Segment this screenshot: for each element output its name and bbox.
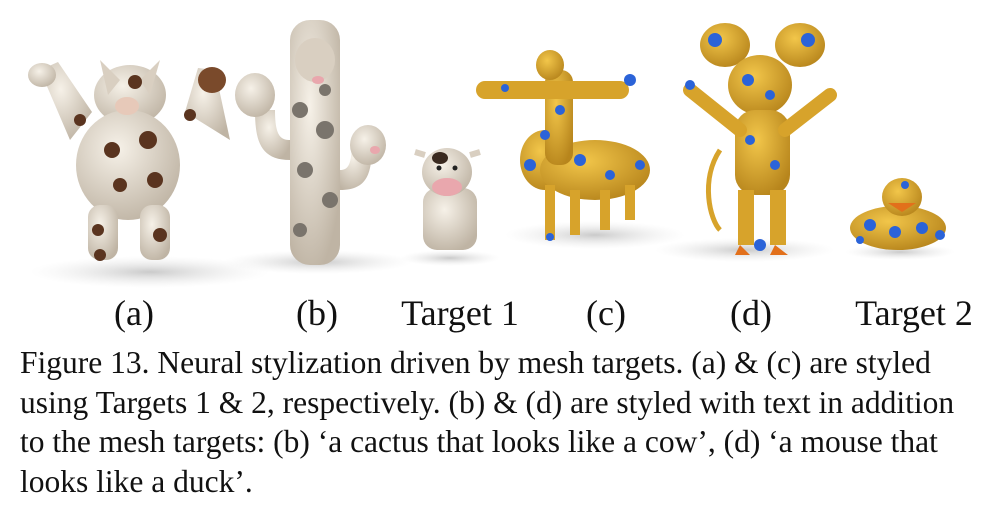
figure-image [28,20,955,288]
panel-label-target-2: Target 2 [855,293,973,333]
mesh-d-duck-mouse [655,23,837,262]
mesh-c-duck-centaur [476,50,685,249]
mesh-b-cow-cactus [223,20,413,274]
target-2-duck-mesh [845,178,955,260]
mesh-a-cow-armadillo [28,60,270,288]
panel-label-d: (d) [730,293,772,333]
target-1-cow-mesh [400,148,500,266]
panel-label-c: (c) [586,293,626,333]
figure-caption: Figure 13. Neural stylization driven by … [20,343,970,501]
panel-label-a: (a) [114,293,154,333]
caption-text: Neural stylization driven by mesh target… [20,345,955,499]
caption-label: Figure 13. [20,345,150,380]
panel-label-target-1: Target 1 [401,293,519,333]
panel-label-b: (b) [296,293,338,333]
